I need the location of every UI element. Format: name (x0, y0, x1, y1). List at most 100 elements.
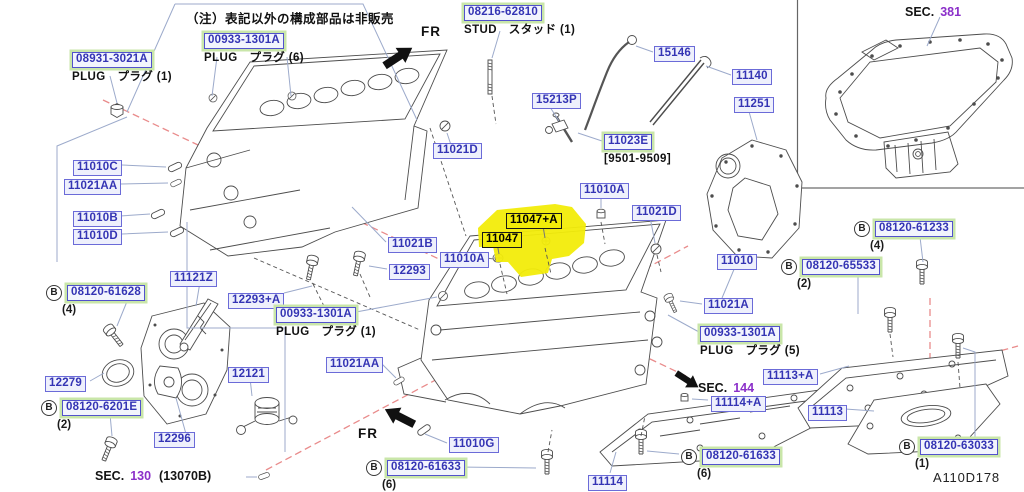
part-label-08120-61633: B 08120-61633 (6) (366, 459, 465, 491)
part-label-11113: 11113 (808, 404, 848, 422)
part-number[interactable]: 15146 (654, 45, 695, 62)
part-number[interactable]: 11021D (632, 204, 681, 221)
part-number[interactable]: 11140 (732, 68, 772, 85)
part-number[interactable]: 12296 (154, 431, 195, 448)
b-badge-icon: B (366, 459, 382, 476)
part-number[interactable]: 08931-3021A (72, 51, 152, 68)
part-label-11121z: 11121Z (170, 270, 217, 288)
part-number[interactable]: 12279 (45, 375, 86, 392)
rear-plate-drawing (706, 139, 803, 259)
part-number[interactable]: 11251 (734, 96, 775, 113)
part-number[interactable]: 08120-61628 (67, 284, 145, 301)
part-label-00933-1301a: 00933-1301A PLUG プラグ (5) (700, 325, 800, 357)
part-quantity: (6) (382, 478, 397, 491)
part-label-12121: 12121 (228, 366, 269, 384)
part-number[interactable]: 08120-61233 (875, 220, 953, 237)
part-number[interactable]: 00933-1301A (700, 325, 780, 342)
part-label-08120-63033: B 08120-63033 (1) (899, 438, 998, 470)
part-number[interactable]: 11010A (580, 182, 629, 199)
part-label-12296: 12296 (154, 431, 195, 449)
part-label-11021d: 11021D (433, 142, 482, 160)
part-number[interactable]: 00933-1301A (204, 32, 284, 49)
part-number[interactable]: 11021B (388, 236, 437, 253)
timing-cover-drawing (140, 302, 231, 425)
part-quantity: (1) (915, 457, 930, 470)
part-number[interactable]: 08120-61633 (702, 448, 780, 465)
part-number[interactable]: 12121 (228, 366, 269, 383)
sec-prefix: SEC. (95, 469, 125, 483)
part-label-11114: 11114 (588, 474, 628, 492)
part-number[interactable]: 11113 (808, 404, 848, 421)
part-caption: PLUG プラグ (5) (700, 344, 800, 357)
part-label-12293-a: 12293+A (228, 292, 285, 310)
part-label-11251: 11251 (734, 96, 775, 114)
part-number[interactable]: 11010C (73, 159, 122, 176)
b-badge-icon: B (46, 284, 62, 301)
sec-number[interactable]: 144 (733, 381, 755, 395)
part-number[interactable]: 11047 (482, 231, 523, 248)
part-label-12279: 12279 (45, 375, 86, 393)
part-number[interactable]: 11047+A (506, 212, 562, 229)
sec-reference-144[interactable]: SEC. 144 (698, 381, 754, 395)
fr-direction-label: FR (421, 24, 441, 39)
part-quantity: (2) (57, 418, 72, 431)
part-number[interactable]: 11021A (704, 297, 753, 314)
part-quantity: (4) (870, 239, 885, 252)
part-label-11010a: 11010A (580, 182, 629, 200)
part-number[interactable]: 11010A (440, 251, 489, 268)
b-badge-icon: B (681, 448, 697, 465)
part-number[interactable]: 11114+A (711, 395, 766, 412)
part-number[interactable]: 11010 (717, 253, 758, 270)
part-number[interactable]: 11113+A (763, 368, 818, 385)
part-label-11010: 11010 (717, 253, 758, 271)
part-quantity: (4) (62, 303, 77, 316)
sec-number[interactable]: 130 (130, 469, 152, 483)
part-number[interactable]: 11121Z (170, 270, 217, 287)
note-text: （注）表記以外の構成部品は非販売 (186, 12, 395, 26)
part-label-11010g: 11010G (449, 436, 499, 454)
part-number[interactable]: 08120-6201E (62, 399, 142, 416)
part-number[interactable]: 11023E (604, 133, 653, 150)
part-number[interactable]: 11010D (73, 228, 122, 245)
black-dashed-lines (253, 95, 961, 453)
fr-direction-label: FR (358, 426, 378, 441)
part-label-11047: 11047 (482, 231, 523, 249)
sec-prefix: SEC. (698, 381, 728, 395)
part-number[interactable]: 08120-63033 (920, 438, 998, 455)
part-number[interactable]: 12293 (389, 263, 430, 280)
part-number[interactable]: 12293+A (228, 292, 285, 309)
part-number[interactable]: 08120-65533 (802, 258, 880, 275)
part-label-11140: 11140 (732, 68, 772, 86)
part-label-11021a: 11021A (704, 297, 753, 315)
part-label-11113-a: 11113+A (763, 368, 818, 386)
part-label-11021b: 11021B (388, 236, 437, 254)
part-number[interactable]: 11021D (433, 142, 482, 159)
diagram-code: A110D178 (933, 470, 1000, 485)
part-number[interactable]: 11021AA (326, 356, 384, 373)
part-number[interactable]: 08216-62810 (464, 4, 542, 21)
part-number[interactable]: 11010G (449, 436, 499, 453)
part-label-00933-1301a: 00933-1301A PLUG プラグ (6) (204, 32, 304, 64)
oil-pan-drawing (825, 33, 1013, 179)
part-number[interactable]: 15213P (532, 92, 581, 109)
part-number[interactable]: 11021AA (64, 178, 122, 195)
part-label-11010b: 11010B (73, 210, 122, 228)
part-number[interactable]: 08120-61633 (387, 459, 465, 476)
sec-number[interactable]: 381 (940, 5, 962, 19)
part-number[interactable]: 11114 (588, 474, 628, 491)
part-label-11010a: 11010A (440, 251, 489, 269)
part-label-11021aa: 11021AA (64, 178, 122, 196)
part-label-11114-a: 11114+A (711, 395, 766, 413)
part-caption: PLUG プラグ (6) (204, 51, 304, 64)
sec-reference-130[interactable]: SEC.130(13070B) (95, 469, 211, 483)
part-number[interactable]: 11010B (73, 210, 122, 227)
part-number[interactable]: 00933-1301A (276, 306, 356, 323)
sec-reference-381[interactable]: SEC.381 (905, 5, 961, 19)
b-badge-icon: B (899, 438, 915, 455)
part-label-11010c: 11010C (73, 159, 122, 177)
